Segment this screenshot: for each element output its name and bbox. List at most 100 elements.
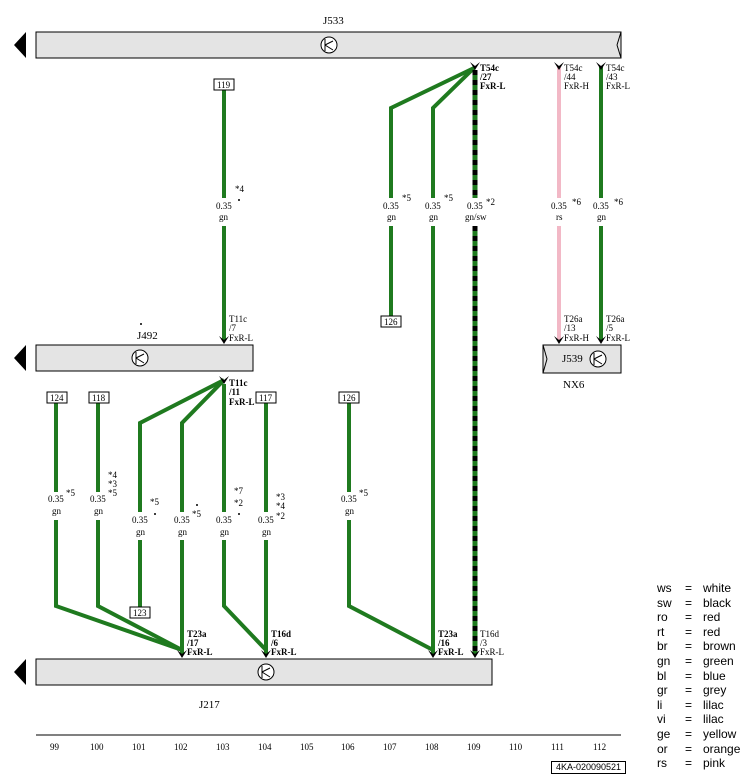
wire-note: *3 xyxy=(108,479,118,489)
legend-row: or=orange xyxy=(657,741,741,756)
bus-arrow-left-icon xyxy=(14,345,26,371)
bus-label-j217: J217 xyxy=(199,699,220,711)
column-ruler: 99 100 101 102 103 104 105 106 107 108 1… xyxy=(36,734,621,752)
column-number: 110 xyxy=(509,742,523,752)
connector-id: T16d xyxy=(480,629,499,639)
connector-pin: /27 xyxy=(479,72,492,82)
connector-type: FxR-L xyxy=(187,647,213,657)
column-number: 100 xyxy=(90,742,104,752)
wire-note: *6 xyxy=(614,197,624,207)
legend-row: rs=pink xyxy=(657,756,726,771)
connector-id: T54c xyxy=(564,63,583,73)
wire-color: gn xyxy=(387,212,397,222)
legend-row: gr=grey xyxy=(657,683,727,698)
wire-size: 0.35 xyxy=(383,201,399,211)
wire-size: 0.35 xyxy=(216,201,232,211)
connector-id: T23a xyxy=(438,629,458,639)
connector-id: T11c xyxy=(229,378,248,388)
column-number: 112 xyxy=(593,742,606,752)
wire-size: 0.35 xyxy=(593,201,609,211)
connector-type: FxR-L xyxy=(438,647,464,657)
connector-id: T54c xyxy=(480,63,499,73)
pin-arrow-icon xyxy=(554,336,564,344)
ref-123: 123 xyxy=(133,608,147,618)
connector-pin: /6 xyxy=(270,638,279,648)
wire-note: *5 xyxy=(402,193,412,203)
wire-note: *5 xyxy=(192,509,202,519)
column-number: 101 xyxy=(132,742,146,752)
control-unit-icon xyxy=(320,36,338,54)
wire-size: 0.35 xyxy=(216,515,232,525)
wire-color: gn xyxy=(136,527,146,537)
wire-note: *5 xyxy=(150,497,160,507)
connector-labels: T54c /27 FxR-L T54c /44 FxR-H T54c /43 F… xyxy=(186,63,630,657)
connector-pin: /5 xyxy=(606,323,614,333)
legend-row: rt=red xyxy=(657,624,721,639)
ref-126: 126 xyxy=(342,393,356,403)
reference-boxes: 119 126 124 118 117 126 123 xyxy=(46,78,402,619)
wire-size: 0.35 xyxy=(90,494,106,504)
connector-id: T54c xyxy=(606,63,625,73)
bus-j533: J533 xyxy=(14,15,622,59)
color-legend: ws=white sw=black ro=red rt=red br=brown… xyxy=(657,581,740,771)
connector-type: FxR-H xyxy=(564,81,590,91)
wire-note: *6 xyxy=(572,197,582,207)
connector-pin: /16 xyxy=(437,638,450,648)
legend-row: vi=lilac xyxy=(657,712,724,727)
bus-j492: J492 xyxy=(14,323,254,372)
column-number: 111 xyxy=(551,742,564,752)
connector-type: FxR-H xyxy=(564,333,590,343)
wire-color: gn xyxy=(178,527,188,537)
unit-label-j492: J492 xyxy=(137,330,158,342)
wire-color: gn xyxy=(262,527,272,537)
connector-type: FxR-L xyxy=(229,333,253,343)
connector-pins xyxy=(177,62,606,658)
legend-row: gn=green xyxy=(657,653,734,668)
wire-note: *4 xyxy=(235,184,245,194)
legend-row: br=brown xyxy=(657,639,736,654)
pin-arrow-icon xyxy=(428,650,438,658)
column-number: 106 xyxy=(341,742,355,752)
wire-labels: 0.35 gn *4 0.35 gn *5 0.35 gn *5 0.35 gn… xyxy=(48,184,624,537)
pin-arrow-icon xyxy=(596,62,606,70)
column-number: 107 xyxy=(383,742,397,752)
wire-note: *4 xyxy=(276,501,286,511)
unit-group-label-nx6: NX6 xyxy=(563,379,585,391)
wire-size: 0.35 xyxy=(48,494,64,504)
connector-type: FxR-L xyxy=(606,81,630,91)
wire-size: 0.35 xyxy=(551,201,567,211)
pin-arrow-icon xyxy=(596,336,606,344)
connector-type: FxR-L xyxy=(480,81,506,91)
control-unit-icon xyxy=(257,663,275,681)
connector-id: T26a xyxy=(606,314,625,324)
pin-arrow-icon xyxy=(219,336,229,344)
connector-id: T11c xyxy=(229,314,247,324)
wire-color: gn/sw xyxy=(465,212,487,222)
wire-size: 0.35 xyxy=(425,201,441,211)
green-wires xyxy=(54,66,603,654)
connector-pin: /43 xyxy=(606,72,618,82)
control-unit-icon xyxy=(131,349,149,367)
wire-color: gn xyxy=(429,212,439,222)
wire-note: *7 xyxy=(234,486,244,496)
connector-id: T16d xyxy=(271,629,291,639)
ref-118: 118 xyxy=(92,393,106,403)
legend-row: ro=red xyxy=(657,610,721,625)
connector-type: FxR-L xyxy=(229,397,255,407)
bus-label-j533: J533 xyxy=(323,15,344,27)
ref-119: 119 xyxy=(217,80,231,90)
pin-arrow-icon xyxy=(177,650,187,658)
connector-type: FxR-L xyxy=(606,333,630,343)
wire-note: *5 xyxy=(66,488,76,498)
wire-size: 0.35 xyxy=(132,515,148,525)
legend-row: bl=blue xyxy=(657,668,726,683)
column-number: 105 xyxy=(300,742,314,752)
pin-arrow-icon xyxy=(470,650,480,658)
ref-124: 124 xyxy=(50,393,64,403)
wire-note: *2 xyxy=(486,197,495,207)
wire-color: gn xyxy=(52,506,62,516)
wire-color: rs xyxy=(556,212,563,222)
bus-arrow-left-icon xyxy=(14,659,26,685)
pin-arrow-icon xyxy=(261,650,271,658)
